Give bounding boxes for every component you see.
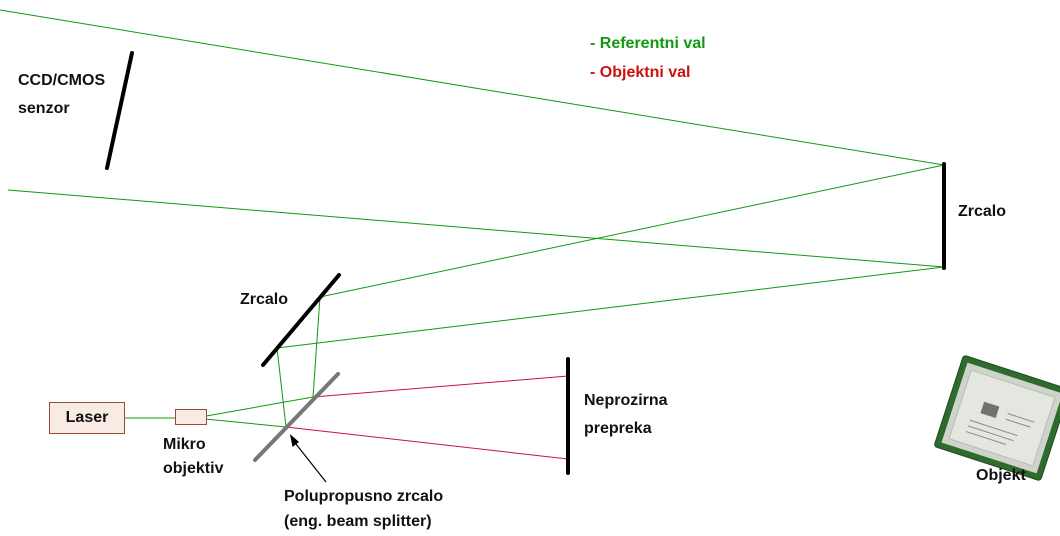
splitter-label-line2: (eng. beam splitter)	[284, 511, 432, 533]
reference-beams	[0, 10, 944, 427]
laser-box: Laser	[49, 402, 125, 434]
ref-beam-splitter-to-mirror-b	[277, 348, 286, 427]
mirror-left-label: Zrcalo	[240, 289, 288, 311]
mirror-right-label: Zrcalo	[958, 201, 1006, 223]
obstacle-label-line2: prepreka	[584, 418, 652, 440]
legend-object-wave: - Objektni val	[590, 62, 690, 84]
laser-label: Laser	[66, 409, 109, 427]
object-label: Objekt	[976, 465, 1026, 487]
beam-splitter	[255, 374, 338, 460]
object-beam-upper	[313, 376, 568, 397]
ref-beam-splitter-to-mirror-a	[313, 297, 320, 397]
ref-beam-to-sensor-lower	[8, 190, 944, 267]
sensor-label-line2: senzor	[18, 98, 70, 120]
micro-objective-label-line2: objektiv	[163, 458, 223, 480]
cpu-chip-icon	[934, 355, 1060, 481]
sensor-label-line1: CCD/CMOS	[18, 70, 105, 92]
obstacle-label-line1: Neprozirna	[584, 390, 668, 412]
legend-reference-wave: - Referentni val	[590, 33, 706, 55]
object-beam-lower	[286, 427, 568, 459]
ref-beam-to-sensor-upper	[0, 10, 944, 165]
object-beams	[286, 376, 568, 459]
micro-objective-box	[175, 409, 207, 425]
expanded-beam-upper	[195, 397, 313, 418]
ref-beam-cross-2	[277, 267, 944, 348]
micro-objective-label-line1: Mikro	[163, 434, 206, 456]
splitter-arrow	[290, 434, 326, 482]
ccd-cmos-sensor	[107, 53, 132, 168]
splitter-label-line1: Polupropusno zrcalo	[284, 486, 443, 508]
ref-beam-cross-1	[320, 165, 944, 297]
expanded-beam-lower	[195, 418, 286, 427]
